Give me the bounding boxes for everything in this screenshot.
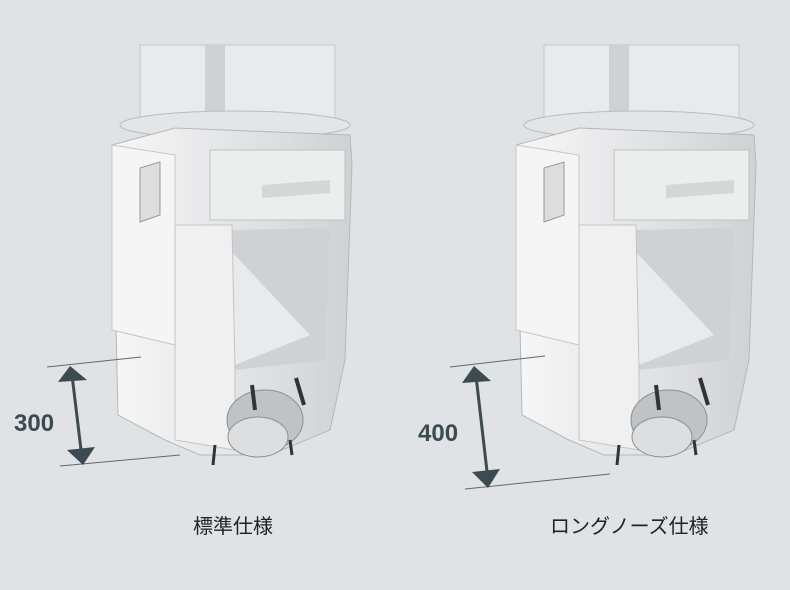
right-dimension-arrow bbox=[462, 366, 500, 488]
longnose-dimension-label: 400 bbox=[418, 420, 459, 447]
standard-head-render bbox=[110, 43, 354, 467]
standard-dimension-label: 300 bbox=[14, 410, 55, 437]
right-dimension-lines bbox=[449, 355, 611, 490]
standard-caption: 標準仕様 bbox=[193, 514, 273, 538]
left-dimension-lines bbox=[46, 356, 181, 467]
longnose-head-render bbox=[514, 43, 758, 467]
longnose-caption: ロングノーズ仕様 bbox=[550, 514, 709, 538]
left-dimension-arrow bbox=[58, 366, 95, 465]
